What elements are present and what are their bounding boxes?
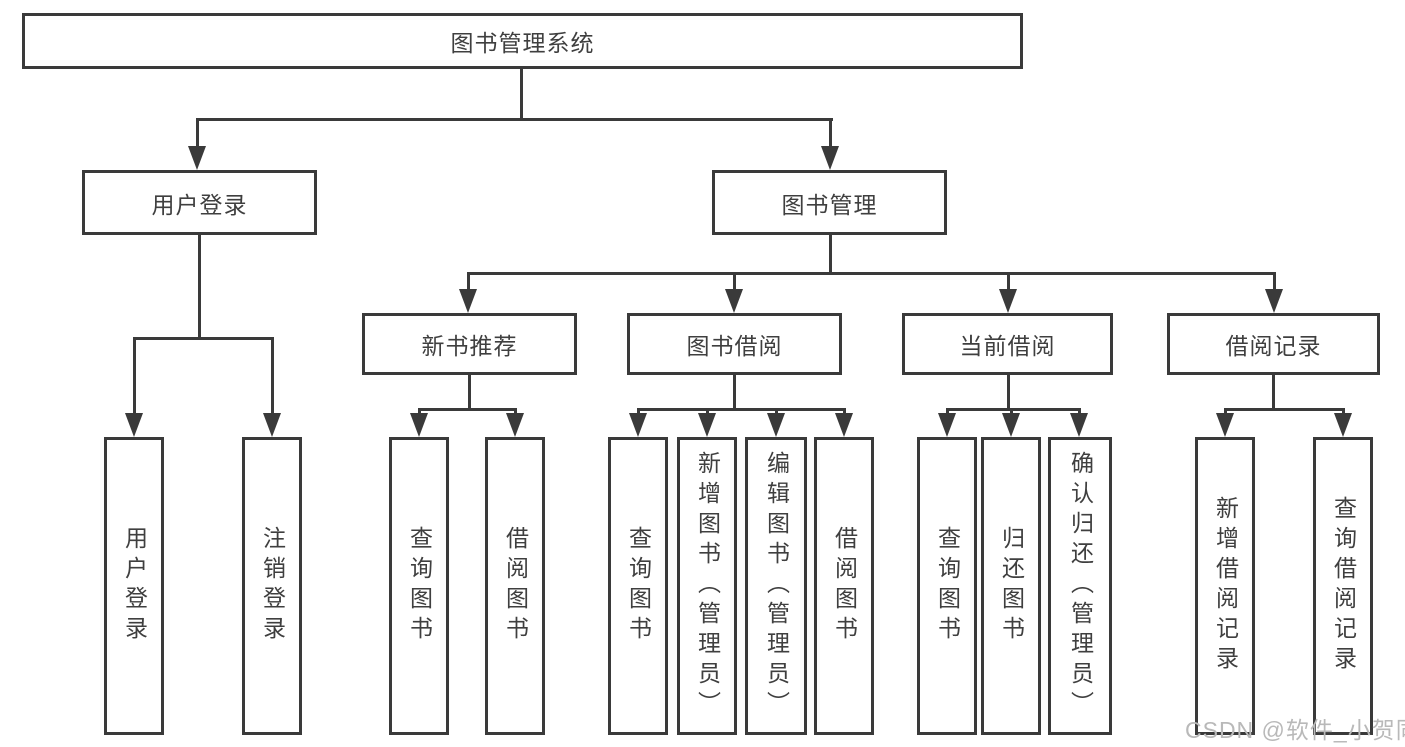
leaf-user-login-label: 用户登录 <box>121 526 148 646</box>
leaf-borrow-books-borrowing: 借阅图书 <box>814 437 874 735</box>
leaf-query-books-recommend: 查询图书 <box>389 437 449 735</box>
connector-rail <box>946 408 1081 411</box>
arrow-down-icon <box>263 413 281 437</box>
node-user-login-label: 用户登录 <box>151 191 248 218</box>
node-root-label: 图书管理系统 <box>450 30 595 56</box>
connector-drop <box>733 272 736 293</box>
node-current-borrowing: 当前借阅 <box>902 313 1113 375</box>
leaf-borrow-books-recommend: 借阅图书 <box>485 437 545 735</box>
connector-drop <box>775 408 778 417</box>
connector-stem <box>829 235 832 275</box>
connector-stem <box>520 69 523 121</box>
connector-rail <box>133 337 274 340</box>
leaf-query-books-borrowing: 查询图书 <box>608 437 668 735</box>
watermark: CSDN @软件_小贺同学 <box>1185 717 1405 743</box>
arrow-down-icon <box>725 289 743 313</box>
connector-stem <box>468 375 471 411</box>
connector-drop <box>829 118 832 150</box>
leaf-return-book: 归还图书 <box>981 437 1041 735</box>
connector-drop <box>706 408 709 417</box>
node-book-management: 图书管理 <box>712 170 947 235</box>
arrow-down-icon <box>835 413 853 437</box>
connector-drop <box>514 408 517 417</box>
leaf-add-book-admin: 新增图书（管理员） <box>677 437 737 735</box>
connector-drop <box>637 408 640 417</box>
arrow-down-icon <box>821 146 839 170</box>
connector-drop <box>467 272 470 293</box>
node-borrow-records: 借阅记录 <box>1167 313 1380 375</box>
arrow-down-icon <box>999 289 1017 313</box>
leaf-edit-book-admin: 编辑图书（管理员） <box>745 437 807 735</box>
leaf-user-login: 用户登录 <box>104 437 164 735</box>
arrow-down-icon <box>459 289 477 313</box>
leaf-borrow-books-borrowing-label: 借阅图书 <box>831 526 858 646</box>
node-current-borrowing-label: 当前借阅 <box>959 333 1056 359</box>
connector-rail <box>418 408 517 411</box>
connector-rail <box>1224 408 1345 411</box>
connector-stem <box>198 235 201 340</box>
arrow-down-icon <box>506 413 524 437</box>
arrow-down-icon <box>125 413 143 437</box>
leaf-query-borrow-record-label: 查询借阅记录 <box>1330 496 1357 676</box>
node-root: 图书管理系统 <box>22 13 1023 69</box>
leaf-add-book-admin-label: 新增图书（管理员） <box>694 451 721 721</box>
arrow-down-icon <box>1070 413 1088 437</box>
connector-drop <box>1078 408 1081 417</box>
connector-drop <box>1010 408 1013 417</box>
leaf-logout-label: 注销登录 <box>259 526 286 646</box>
node-borrow-records-label: 借阅记录 <box>1225 333 1322 359</box>
connector-drop <box>271 337 274 417</box>
connector-drop <box>843 408 846 417</box>
leaf-logout: 注销登录 <box>242 437 302 735</box>
node-book-borrowing: 图书借阅 <box>627 313 842 375</box>
node-new-book-recommend: 新书推荐 <box>362 313 577 375</box>
leaf-add-borrow-record-label: 新增借阅记录 <box>1212 496 1239 676</box>
connector-stem <box>733 375 736 411</box>
arrow-down-icon <box>1334 413 1352 437</box>
leaf-add-borrow-record: 新增借阅记录 <box>1195 437 1255 735</box>
arrow-down-icon <box>767 413 785 437</box>
leaf-query-books-recommend-label: 查询图书 <box>406 526 433 646</box>
connector-drop <box>418 408 421 417</box>
leaf-confirm-return-admin: 确认归还（管理员） <box>1048 437 1112 735</box>
leaf-edit-book-admin-label: 编辑图书（管理员） <box>763 451 790 721</box>
leaf-return-book-label: 归还图书 <box>998 526 1025 646</box>
connector-drop <box>1342 408 1345 417</box>
connector-rail <box>196 118 833 121</box>
connector-drop <box>946 408 949 417</box>
connector-stem <box>1272 375 1275 411</box>
leaf-query-books-borrowing-label: 查询图书 <box>625 526 652 646</box>
node-book-borrowing-label: 图书借阅 <box>686 333 783 359</box>
connector-drop <box>1007 272 1010 293</box>
arrow-down-icon <box>1002 413 1020 437</box>
arrow-down-icon <box>938 413 956 437</box>
arrow-down-icon <box>188 146 206 170</box>
connector-drop <box>133 337 136 417</box>
leaf-query-books-current-label: 查询图书 <box>934 526 961 646</box>
leaf-query-books-current: 查询图书 <box>917 437 977 735</box>
arrow-down-icon <box>410 413 428 437</box>
node-new-book-recommend-label: 新书推荐 <box>421 333 518 359</box>
connector-stem <box>1007 375 1010 411</box>
connector-rail <box>637 408 846 411</box>
connector-drop <box>1273 272 1276 293</box>
arrow-down-icon <box>1265 289 1283 313</box>
connector-drop <box>1224 408 1227 417</box>
node-book-management-label: 图书管理 <box>781 191 878 218</box>
arrow-down-icon <box>698 413 716 437</box>
arrow-down-icon <box>629 413 647 437</box>
node-user-login: 用户登录 <box>82 170 317 235</box>
connector-rail <box>467 272 1276 275</box>
leaf-query-borrow-record: 查询借阅记录 <box>1313 437 1373 735</box>
arrow-down-icon <box>1216 413 1234 437</box>
connector-drop <box>196 118 199 150</box>
leaf-confirm-return-admin-label: 确认归还（管理员） <box>1067 451 1094 721</box>
leaf-borrow-books-recommend-label: 借阅图书 <box>502 526 529 646</box>
